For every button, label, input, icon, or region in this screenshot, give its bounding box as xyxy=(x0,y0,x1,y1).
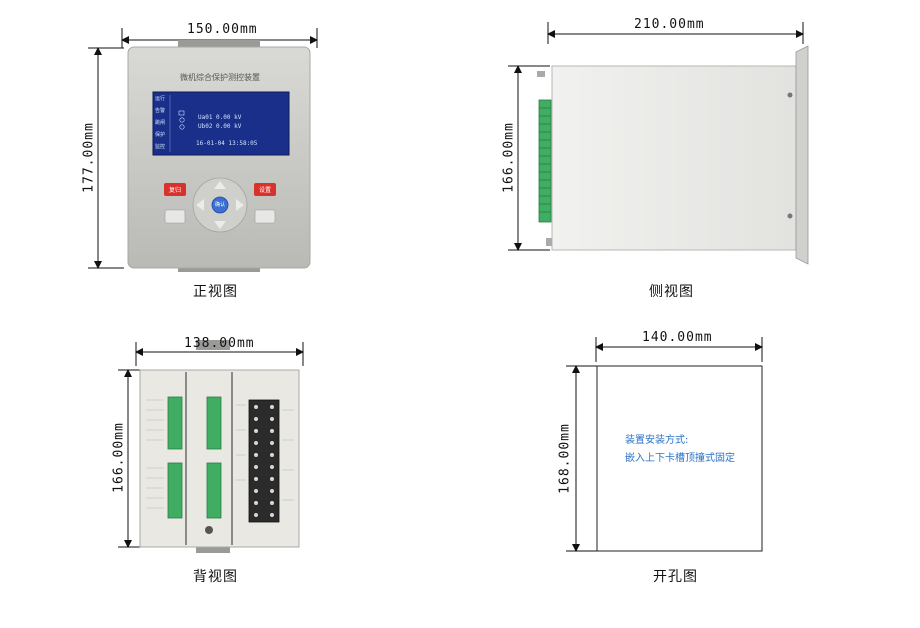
back-terminal-block xyxy=(248,399,280,523)
front-width-label: 150.00mm xyxy=(187,22,258,37)
device-title: 微机综合保护测控装置 xyxy=(180,73,260,82)
front-height-label: 177.00mm xyxy=(81,122,97,193)
cutout-note-line-2: 嵌入上下卡槽顶撞式固定 xyxy=(625,453,735,464)
lcd-label-run: 运行 xyxy=(155,96,166,102)
side-front-plate xyxy=(795,45,809,265)
set-button[interactable]: 设置 xyxy=(258,187,271,194)
lcd-label-trip: 跳闸 xyxy=(155,120,166,126)
cutout-rectangle xyxy=(596,365,763,552)
confirm-button-shape xyxy=(211,196,229,214)
lcd-label-alarm: 告警 xyxy=(155,108,166,114)
side-view xyxy=(508,22,809,265)
cutout-view-caption: 开孔图 xyxy=(653,569,698,585)
back-view-caption: 背视图 xyxy=(193,569,238,585)
side-view-caption: 侧视图 xyxy=(649,284,694,300)
lcd-label-monitor: 监控 xyxy=(155,144,166,150)
front-view xyxy=(88,28,318,272)
cutout-height-label: 168.00mm xyxy=(557,423,573,494)
lcd-datetime: 16-01-04 13:58:05 xyxy=(196,140,258,147)
set-button-shape xyxy=(254,183,276,196)
back-width-label: 138.00mm xyxy=(184,336,255,351)
side-width-label: 210.00mm xyxy=(634,17,705,32)
cutout-width-label: 140.00mm xyxy=(642,330,713,345)
lcd-side-labels: 运行 告警 跳闸 保护 监控 xyxy=(155,95,170,155)
front-top-clip xyxy=(178,40,260,48)
confirm-button[interactable]: 确认 xyxy=(214,202,225,208)
front-view-caption: 正视图 xyxy=(193,284,238,300)
side-body xyxy=(551,65,797,251)
back-height-label: 166.00mm xyxy=(111,422,127,493)
reset-button-shape xyxy=(164,183,186,196)
cutout-view xyxy=(566,337,763,552)
cutout-note-line-1: 装置安装方式: xyxy=(625,435,689,446)
reset-button[interactable]: 复归 xyxy=(168,187,181,194)
back-view xyxy=(118,340,304,553)
lcd-screen xyxy=(152,91,290,156)
lcd-line-1: Ua01 0.00 kV xyxy=(198,114,242,121)
side-height-label: 166.00mm xyxy=(501,122,517,193)
side-terminal-strip xyxy=(538,99,552,223)
lcd-label-protect: 保护 xyxy=(155,132,166,138)
back-green-terminals xyxy=(167,396,222,519)
lcd-line-2: Ub02 0.00 kV xyxy=(198,123,242,130)
